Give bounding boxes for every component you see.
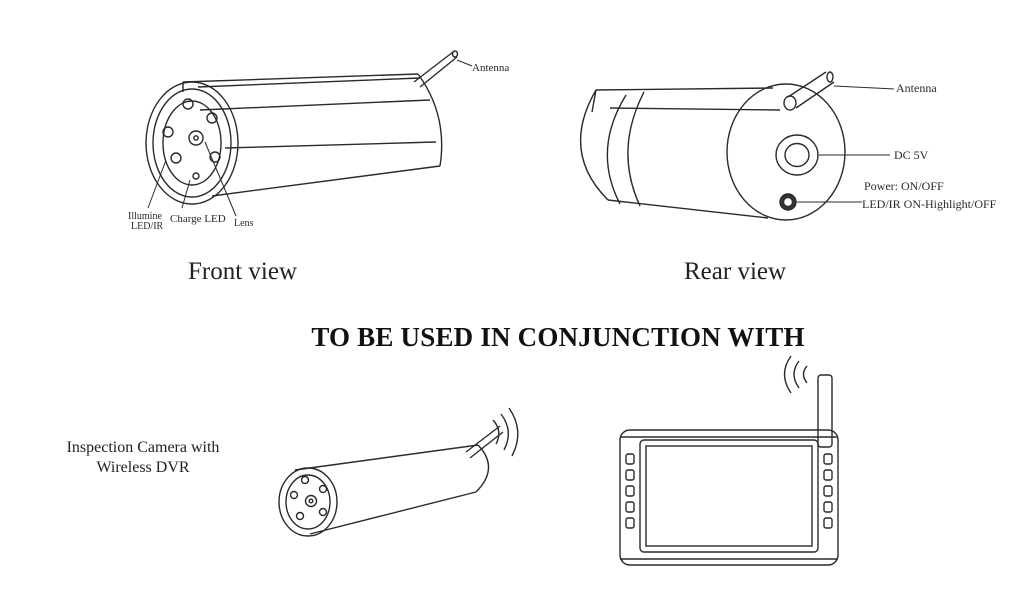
description-line-1: Inspection Camera with — [66, 439, 220, 456]
conjunction-heading: TO BE USED IN CONJUNCTION WITH — [311, 322, 805, 352]
dvr-outer-frame — [619, 429, 839, 566]
front-lens-label: Lens — [234, 218, 254, 229]
dvr-inner-bezel — [639, 439, 819, 553]
dvr-right-buttons — [823, 453, 833, 529]
rear-camera-body — [579, 87, 781, 219]
rear-antenna — [783, 71, 835, 111]
small-camera-face — [278, 467, 338, 537]
front-leader-lines — [147, 59, 473, 217]
description-line-2: Wireless DVR — [96, 459, 190, 476]
front-illumine-label-line2: LED/IR — [131, 221, 164, 232]
front-led-4-icon — [209, 151, 221, 163]
front-camera-body — [182, 73, 443, 197]
power-switch-icon — [779, 193, 797, 211]
front-illumine-label-line1: Illumine — [128, 211, 162, 222]
product-description: Inspection Camera with Wireless DVR — [50, 438, 236, 478]
camera-wireless-signal-icon — [492, 407, 519, 457]
front-view-camera — [145, 50, 473, 217]
rear-led-label: LED/IR ON-Highlight/OFF — [862, 197, 997, 211]
rear-power-label: Power: ON/OFF — [864, 179, 944, 193]
dvr-monitor — [619, 355, 839, 566]
rear-leader-lines — [797, 85, 895, 203]
dvr-screen — [645, 445, 813, 547]
rear-view-camera — [579, 71, 895, 221]
charge-led-icon — [192, 172, 200, 180]
rear-face — [726, 83, 846, 221]
front-charge-led-label: Charge LED — [170, 213, 226, 225]
front-led-3-icon — [162, 126, 174, 138]
front-led-2-icon — [206, 112, 218, 124]
rear-dc-label: DC 5V — [894, 148, 929, 162]
dc-port-icon — [775, 134, 819, 176]
small-camera — [278, 407, 519, 537]
rear-antenna-label: Antenna — [896, 81, 937, 95]
rear-view-caption: Rear view — [684, 258, 787, 285]
front-view-caption: Front view — [188, 258, 298, 285]
front-antenna-label: Antenna — [472, 62, 509, 74]
dvr-left-buttons — [625, 453, 635, 529]
front-led-5-icon — [170, 152, 182, 164]
front-face — [145, 81, 239, 205]
dvr-antenna — [817, 374, 833, 448]
small-camera-antenna — [465, 425, 504, 459]
front-antenna — [413, 50, 459, 88]
front-led-1-icon — [182, 98, 194, 110]
dvr-wireless-signal-icon — [783, 355, 808, 394]
